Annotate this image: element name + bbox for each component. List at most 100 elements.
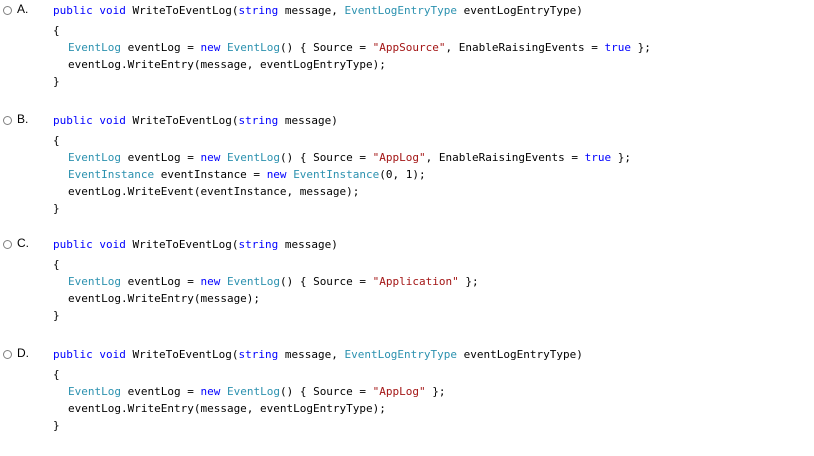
code-token: EventLog	[226, 41, 280, 54]
code-token: eventLog =	[120, 385, 201, 398]
code-token: , EnableRaisingEvents =	[425, 151, 585, 164]
code-token: string	[238, 238, 279, 251]
code-token: EventInstance	[293, 168, 380, 181]
code-token: () { Source =	[279, 275, 373, 288]
code-line: EventLog eventLog = new EventLog() { Sou…	[68, 149, 631, 166]
code-token: void	[99, 238, 126, 251]
code-token: string	[238, 114, 279, 127]
code-token: eventLogEntryType)	[457, 348, 583, 361]
code-token: (0, 1);	[379, 168, 426, 181]
code-line: }	[53, 417, 60, 434]
code-token: "AppLog"	[372, 151, 426, 164]
code-line: }	[53, 200, 60, 217]
code-token	[220, 41, 227, 54]
code-token: {	[53, 368, 60, 381]
option-radio-button[interactable]	[3, 116, 12, 125]
code-token: EventLog	[68, 41, 121, 54]
code-token: string	[238, 348, 279, 361]
code-token: };	[458, 275, 479, 288]
code-line: {	[53, 132, 60, 149]
code-line: eventLog.WriteEntry(message, eventLogEnt…	[68, 400, 386, 417]
code-token: };	[611, 151, 631, 164]
code-line: public void WriteToEventLog(string messa…	[53, 236, 338, 253]
code-token: eventLog =	[120, 41, 201, 54]
code-token: true	[584, 151, 612, 164]
code-token: WriteToEventLog(	[125, 4, 239, 17]
code-line: EventLog eventLog = new EventLog() { Sou…	[68, 273, 479, 290]
code-token: new	[266, 168, 287, 181]
code-token: new	[200, 41, 221, 54]
code-token: }	[53, 309, 60, 322]
code-token: new	[200, 151, 221, 164]
code-token: EventLog	[226, 275, 280, 288]
code-line: }	[53, 73, 60, 90]
code-token: message)	[278, 114, 338, 127]
option-radio-button[interactable]	[3, 6, 12, 15]
code-token: EventLog	[226, 385, 280, 398]
code-token: WriteToEventLog(	[125, 238, 239, 251]
code-token: public	[53, 348, 93, 361]
code-line: {	[53, 22, 60, 39]
code-line: EventInstance eventInstance = new EventI…	[68, 166, 426, 183]
code-token: EventLog	[68, 275, 121, 288]
code-token: {	[53, 258, 60, 271]
code-token: eventLog.WriteEntry(message);	[68, 292, 261, 305]
answer-option-a: A. public void WriteToEventLog(string mes…	[0, 2, 814, 112]
code-token: eventLog =	[120, 275, 201, 288]
option-radio-button[interactable]	[3, 350, 12, 359]
code-token: EventLogEntryType	[344, 348, 458, 361]
code-token: eventLog =	[120, 151, 201, 164]
code-token: }	[53, 419, 60, 432]
code-line: eventLog.WriteEntry(message);	[68, 290, 260, 307]
code-token: eventLog.WriteEntry(message, eventLogEnt…	[68, 402, 386, 415]
code-token: eventLog.WriteEvent(eventInstance, messa…	[68, 185, 360, 198]
code-token: () { Source =	[279, 41, 373, 54]
code-token: () { Source =	[279, 151, 373, 164]
code-line: {	[53, 366, 60, 383]
code-token: "AppLog"	[372, 385, 426, 398]
code-token: message,	[278, 4, 345, 17]
code-token: () { Source =	[279, 385, 373, 398]
code-token: public	[53, 238, 93, 251]
option-letter: B.	[17, 112, 29, 126]
code-token: "Application"	[372, 275, 459, 288]
code-token: WriteToEventLog(	[125, 348, 239, 361]
code-line: EventLog eventLog = new EventLog() { Sou…	[68, 39, 651, 56]
code-token: message,	[278, 348, 345, 361]
code-token: WriteToEventLog(	[125, 114, 239, 127]
code-token: {	[53, 134, 60, 147]
option-letter: A.	[17, 2, 29, 16]
code-token: public	[53, 114, 93, 127]
code-token	[220, 275, 227, 288]
code-token: eventLogEntryType)	[457, 4, 583, 17]
answer-option-c: C.public void WriteToEventLog(string mes…	[0, 236, 814, 346]
code-token: EventLogEntryType	[344, 4, 458, 17]
option-radio-button[interactable]	[3, 240, 12, 249]
code-token: };	[630, 41, 651, 54]
code-line: public void WriteToEventLog(string messa…	[53, 2, 583, 19]
code-token: EventLog	[226, 151, 280, 164]
code-token: public	[53, 4, 93, 17]
code-token: void	[99, 4, 126, 17]
code-token: void	[99, 348, 126, 361]
code-token: , EnableRaisingEvents =	[445, 41, 605, 54]
code-token: EventInstance	[68, 168, 155, 181]
code-token: true	[604, 41, 631, 54]
answer-option-b: B. public void WriteToEventLog(string mes…	[0, 112, 814, 222]
code-token: new	[200, 385, 221, 398]
answer-option-d: D.public void WriteToEventLog(string mes…	[0, 346, 814, 456]
code-token: string	[238, 4, 279, 17]
code-token: EventLog	[68, 385, 121, 398]
code-token: eventLog.WriteEntry(message, eventLogEnt…	[68, 58, 386, 71]
code-token: }	[53, 75, 60, 88]
code-token: eventInstance =	[154, 168, 267, 181]
code-line: public void WriteToEventLog(string messa…	[53, 346, 583, 363]
code-line: public void WriteToEventLog(string messa…	[53, 112, 338, 129]
code-line: EventLog eventLog = new EventLog() { Sou…	[68, 383, 446, 400]
code-token: }	[53, 202, 60, 215]
code-token: EventLog	[68, 151, 121, 164]
code-token	[220, 151, 227, 164]
code-token: void	[99, 114, 126, 127]
code-token: new	[200, 275, 221, 288]
code-line: eventLog.WriteEntry(message, eventLogEnt…	[68, 56, 386, 73]
